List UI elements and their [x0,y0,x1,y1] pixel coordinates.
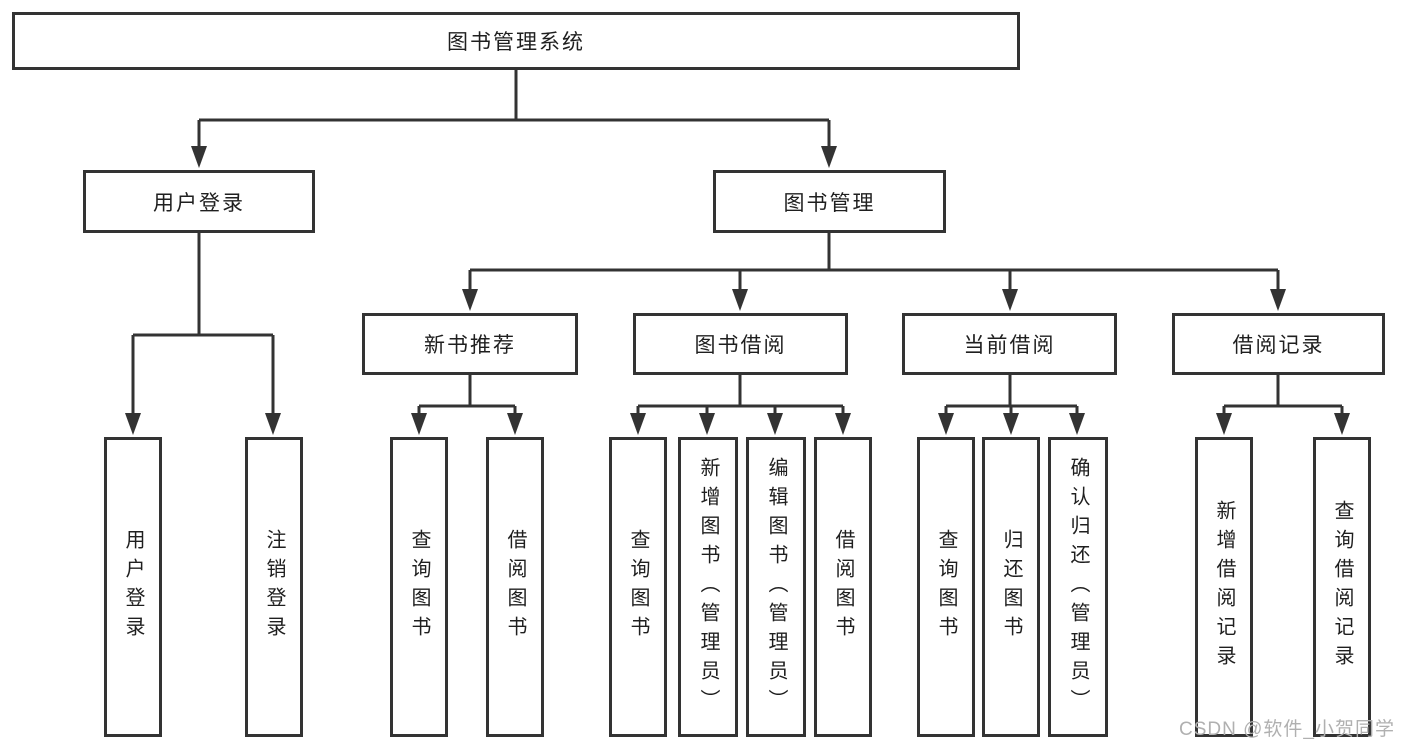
leaf-borrow-books: 借阅图书 [814,437,872,737]
leaf-logout-label: 注销登录 [263,529,285,645]
leaf-add-book-admin: 新增图书（管理员） [678,437,738,737]
leaf-borrow-books-label: 借阅图书 [832,529,854,645]
leaf-query-books-recommend-label: 查询图书 [408,529,430,645]
node-current-borrowing: 当前借阅 [902,313,1117,375]
leaf-query-borrow-record-label: 查询借阅记录 [1331,500,1353,674]
leaf-return-books-label: 归还图书 [1000,529,1022,645]
node-new-book-recommend-label: 新书推荐 [424,334,516,357]
leaf-query-books-borrow: 查询图书 [609,437,667,737]
leaf-query-books-recommend: 查询图书 [390,437,448,737]
leaf-edit-book-admin-label: 编辑图书（管理员） [765,456,787,718]
node-library-system: 图书管理系统 [12,12,1020,70]
node-current-borrowing-label: 当前借阅 [963,334,1056,357]
leaf-add-borrow-record-label: 新增借阅记录 [1213,500,1235,674]
leaf-query-books-borrow-label: 查询图书 [627,529,649,645]
leaf-confirm-return-admin-label: 确认归还（管理员） [1067,456,1089,718]
leaf-borrow-books-recommend-label: 借阅图书 [504,529,526,645]
leaf-confirm-return-admin: 确认归还（管理员） [1048,437,1108,737]
node-book-management: 图书管理 [713,170,946,233]
leaf-borrow-books-recommend: 借阅图书 [486,437,544,737]
leaf-return-books: 归还图书 [982,437,1040,737]
tree-edges [131,70,1344,417]
node-library-system-label: 图书管理系统 [447,31,585,54]
node-new-book-recommend: 新书推荐 [362,313,578,375]
leaf-query-borrow-record: 查询借阅记录 [1313,437,1371,737]
csdn-watermark: CSDN @软件_小贺同学 [1179,719,1395,740]
leaf-logout: 注销登录 [245,437,303,737]
node-borrowing-records-label: 借阅记录 [1232,334,1325,357]
leaf-query-books-current: 查询图书 [917,437,975,737]
leaf-add-book-admin-label: 新增图书（管理员） [697,456,719,718]
arrowhead-icons [125,146,1350,435]
node-book-borrowing: 图书借阅 [633,313,848,375]
leaf-query-books-current-label: 查询图书 [935,529,957,645]
node-user-login: 用户登录 [83,170,315,233]
leaf-user-login: 用户登录 [104,437,162,737]
node-book-borrowing-label: 图书借阅 [694,334,787,357]
leaf-user-login-label: 用户登录 [122,529,144,645]
leaf-edit-book-admin: 编辑图书（管理员） [746,437,806,737]
node-borrowing-records: 借阅记录 [1172,313,1385,375]
node-book-management-label: 图书管理 [783,191,876,215]
node-user-login-label: 用户登录 [153,191,245,215]
leaf-add-borrow-record: 新增借阅记录 [1195,437,1253,737]
